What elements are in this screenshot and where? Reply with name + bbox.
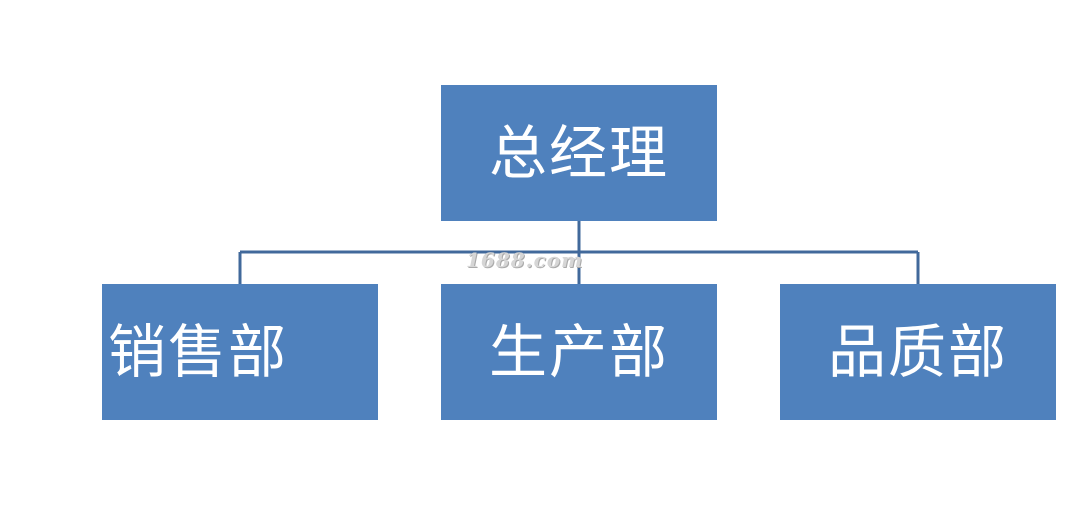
node-quality-department: 品质部 xyxy=(780,284,1056,420)
node-quality-department-label: 品质部 xyxy=(827,318,1008,386)
node-sales-department: 销售部 xyxy=(102,284,378,420)
node-general-manager: 总经理 xyxy=(441,85,717,221)
node-sales-department-label: 销售部 xyxy=(108,318,289,386)
node-production-department: 生产部 xyxy=(441,284,717,420)
node-production-department-label: 生产部 xyxy=(488,318,669,386)
watermark-text: 1688.com xyxy=(466,248,584,272)
node-general-manager-label: 总经理 xyxy=(488,119,669,187)
